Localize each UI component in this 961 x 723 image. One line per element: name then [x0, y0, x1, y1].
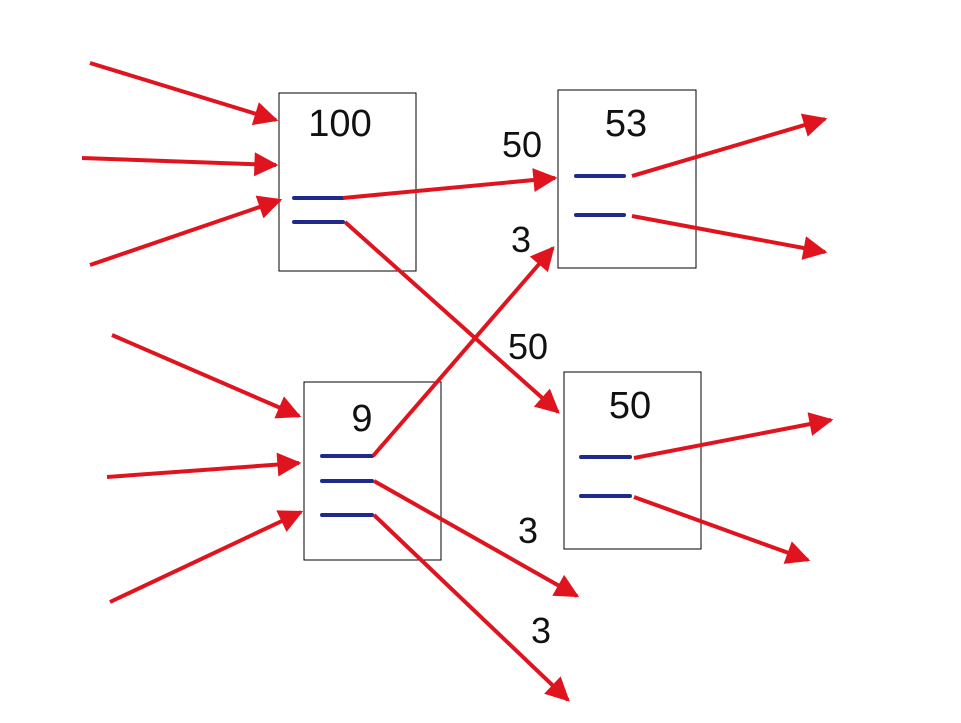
arrow-top-left-to-bottom-right	[343, 220, 560, 414]
edge-label-bottom-left-out-2: 3	[531, 610, 551, 651]
node-bottom-left: 9	[303, 381, 442, 561]
arrow-bottom-left-out-1	[373, 479, 580, 598]
node-bottom-right-value: 50	[609, 385, 651, 427]
arrow-bottom-left-out-2	[372, 513, 570, 702]
arrow-in-bottom-left-2	[106, 452, 302, 479]
node-bottom-left-value: 9	[351, 398, 372, 440]
arrow-out-top-right-2	[631, 214, 828, 260]
node-top-right-value: 53	[605, 103, 647, 145]
edge-label-bottom-left-to-top-right: 3	[511, 219, 531, 260]
arrow-in-bottom-left-3	[109, 510, 304, 604]
node-top-right: 53	[557, 89, 697, 269]
edge-label-top-left-to-top-right: 50	[502, 124, 542, 165]
node-top-left-value: 100	[308, 103, 371, 145]
node-top-left-frame	[278, 92, 417, 272]
arrow-in-bottom-left-1	[111, 333, 302, 419]
edge-label-bottom-left-out-1: 3	[518, 510, 538, 551]
node-bottom-right-frame	[563, 371, 702, 550]
node-top-right-frame	[557, 89, 697, 269]
arrow-in-top-left-2	[81, 152, 279, 177]
arrow-top-left-to-top-right	[342, 168, 558, 200]
edge-label-top-left-to-bottom-right: 50	[508, 326, 548, 367]
node-bottom-left-frame	[303, 381, 442, 561]
node-top-left: 100	[278, 92, 417, 272]
arrow-in-top-left-3	[89, 195, 283, 267]
node-bottom-right: 50	[563, 371, 702, 550]
arrow-out-top-right-1	[631, 113, 828, 178]
arrow-out-bottom-right-1	[633, 412, 834, 460]
arrow-in-top-left-1	[89, 61, 279, 126]
arrow-bottom-left-to-top-right	[371, 246, 555, 458]
arrow-out-bottom-right-2	[633, 495, 811, 564]
